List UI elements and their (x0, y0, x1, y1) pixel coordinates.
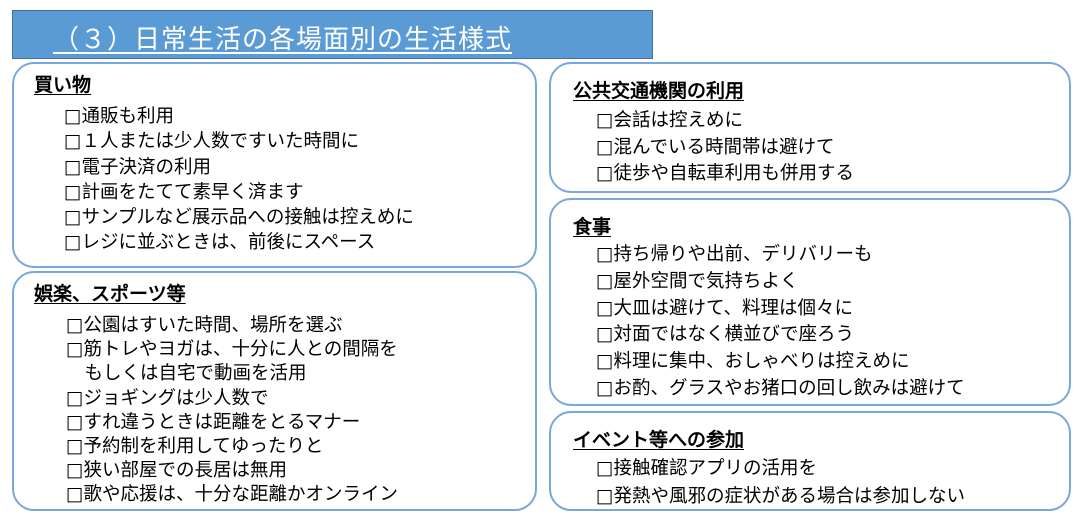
list-item: □予約制を利用してゆったりと (66, 436, 324, 458)
list-item: □すれ違うときは距離をとるマナー (66, 411, 361, 433)
item-list: □通販も利用 □１人または少人数ですいた時間に □電子決済の利用 □計画をたてて… (64, 104, 414, 256)
list-item: □筋トレやヨガは、十分に人との間隔を (66, 339, 398, 361)
section-heading: 食事 (573, 216, 612, 238)
section-meals: 食事 □持ち帰りや出前、デリバリーも □屋外空間で気持ちよく □大皿は避けて、料… (549, 198, 1071, 406)
section-public-transit: 公共交通機関の利用 □会話は控えめに □混んでいる時間帯は避けて □徒歩や自転車… (549, 62, 1071, 193)
list-item: □対面ではなく横並びで座ろう (596, 324, 854, 346)
list-item: □狭い部屋での長居は無用 (66, 460, 287, 482)
list-item: □発熱や風邪の症状がある場合は参加しない (596, 485, 965, 507)
section-heading: 娯楽、スポーツ等 (34, 283, 186, 305)
title-banner: （３）日常生活の各場面別の生活様式 (12, 10, 653, 59)
section-heading: 買い物 (34, 74, 92, 96)
section-leisure-sports: 娯楽、スポーツ等 □公園はすいた時間、場所を選ぶ □筋トレやヨガは、十分に人との… (12, 271, 537, 511)
item-list: □会話は控えめに □混んでいる時間帯は避けて □徒歩や自転車利用も併用する (596, 108, 854, 188)
list-item: □持ち帰りや出前、デリバリーも (596, 244, 873, 265)
list-item: □徒歩や自転車利用も併用する (596, 163, 854, 184)
list-item: □公園はすいた時間、場所を選ぶ (66, 315, 343, 336)
page-title: （３）日常生活の各場面別の生活様式 (53, 25, 513, 55)
item-list: □持ち帰りや出前、デリバリーも □屋外空間で気持ちよく □大皿は避けて、料理は個… (596, 242, 965, 403)
list-item: □ジョギングは少人数で (66, 387, 269, 409)
list-item-continuation: もしくは自宅で動画を活用 (84, 363, 307, 385)
list-item: □混んでいる時間帯は避けて (596, 136, 835, 158)
list-item: □歌や応援は、十分な距離かオンライン (66, 484, 398, 506)
list-item: □通販も利用 (64, 106, 174, 127)
section-shopping: 買い物 □通販も利用 □１人または少人数ですいた時間に □電子決済の利用 □計画… (12, 62, 537, 268)
list-item: □サンプルなど展示品への接触は控えめに (64, 207, 414, 229)
list-item: □会話は控えめに (596, 110, 743, 131)
list-item: □電子決済の利用 (64, 156, 211, 178)
section-heading: イベント等への参加 (573, 429, 745, 451)
list-item: □１人または少人数ですいた時間に (64, 131, 359, 153)
item-list: □接触確認アプリの活用を □発熱や風邪の症状がある場合は参加しない (596, 455, 965, 510)
list-item: □屋外空間で気持ちよく (596, 270, 799, 292)
list-item: □お酌、グラスやお猪口の回し飲みは避けて (596, 377, 965, 399)
list-item: □大皿は避けて、料理は個々に (596, 297, 854, 319)
list-item: □レジに並ぶときは、前後にスペース (64, 232, 376, 254)
section-heading: 公共交通機関の利用 (573, 80, 745, 102)
item-list: □公園はすいた時間、場所を選ぶ □筋トレやヨガは、十分に人との間隔を もしくは自… (66, 314, 398, 508)
list-item: □料理に集中、おしゃべりは控えめに (596, 351, 910, 373)
list-item: □接触確認アプリの活用を (596, 458, 817, 479)
section-events: イベント等への参加 □接触確認アプリの活用を □発熱や風邪の症状がある場合は参加… (549, 411, 1071, 511)
list-item: □計画をたてて素早く済ます (64, 181, 304, 203)
